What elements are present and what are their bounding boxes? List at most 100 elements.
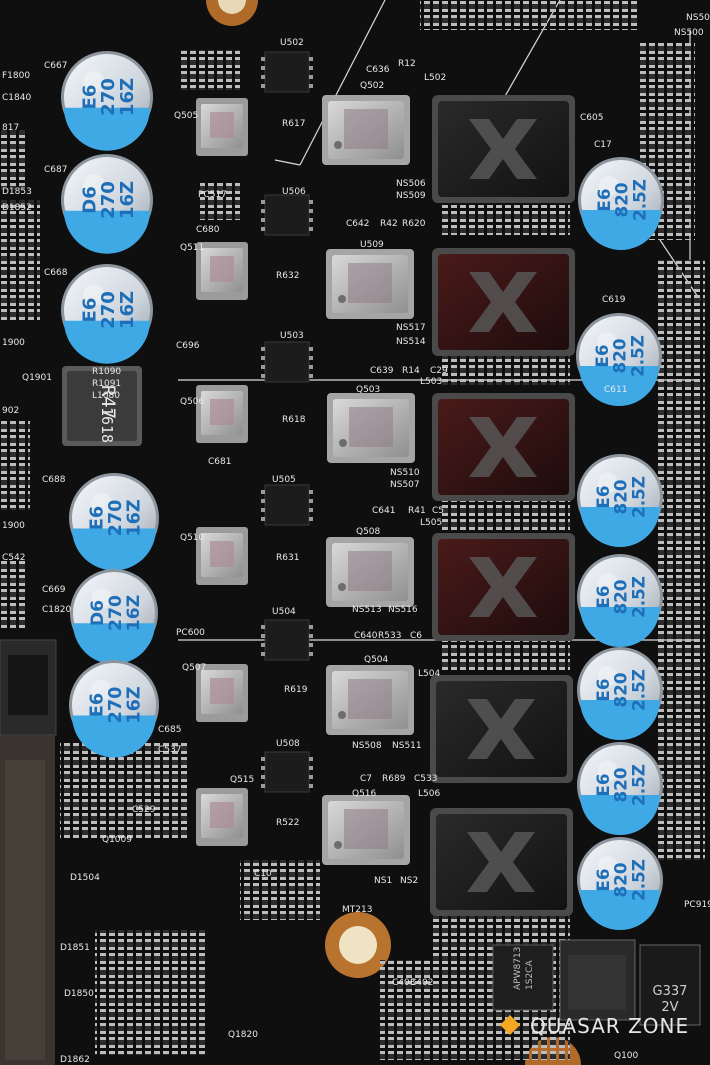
silkscreen-label: C636	[366, 65, 390, 75]
small-mosfet	[196, 98, 248, 156]
silkscreen-label: D1850	[64, 989, 94, 999]
small-mosfet	[196, 385, 248, 443]
silkscreen-label: U505	[272, 475, 296, 485]
power-stage	[327, 393, 415, 463]
silkscreen-label: NS506	[396, 179, 426, 189]
silkscreen-label: NS513	[352, 605, 382, 615]
driver-ic	[261, 751, 313, 793]
silkscreen-label: C6	[410, 631, 422, 641]
silkscreen-label: NS502	[686, 13, 710, 23]
silkscreen-label: D1853	[2, 187, 32, 197]
silkscreen-label: Q502	[360, 81, 384, 91]
power-stage	[322, 95, 410, 165]
silkscreen-label: NS510	[390, 468, 420, 478]
silkscreen-label: C681	[208, 457, 231, 467]
capacitor-marking: 820	[611, 767, 631, 802]
silkscreen-label: R533	[378, 631, 401, 641]
silkscreen-label: L503	[420, 377, 442, 387]
capacitor-marking: 270	[98, 78, 119, 116]
silkscreen-label: R620	[402, 219, 426, 229]
capacitor-marking: 2.5Z	[628, 476, 648, 518]
small-mosfet	[196, 527, 248, 585]
silkscreen-label: C403	[392, 978, 415, 988]
silkscreen-label: R522	[276, 818, 299, 828]
silkscreen-label: D1862	[60, 1055, 90, 1065]
silkscreen-label: C529	[132, 805, 156, 815]
silkscreen-label: C611	[604, 385, 627, 395]
driver-ic	[261, 484, 313, 526]
silkscreen-label: 902	[2, 406, 19, 416]
silkscreen-label: 1900	[2, 521, 25, 531]
silkscreen-label: Q508	[356, 527, 381, 537]
right-chip-label: G337	[653, 984, 688, 999]
right-capacitors: E68202.5ZE68202.5ZE68202.5ZE68202.5ZE682…	[576, 157, 664, 930]
silkscreen-label: C687	[44, 165, 67, 175]
silkscreen-label: PC517	[198, 190, 227, 200]
inductor-r47: R47 1618	[62, 366, 142, 446]
silkscreen-label: U509	[360, 240, 384, 250]
silkscreen-label: Q1820	[228, 1030, 258, 1040]
silkscreen-label: Q1901	[22, 373, 52, 383]
silkscreen-label: C402	[410, 978, 433, 988]
silkscreen-label: C1840	[2, 93, 31, 103]
power-stages	[322, 95, 415, 865]
silkscreen-label: C17	[594, 140, 612, 150]
silkscreen-label: NS1	[374, 876, 392, 886]
silkscreen-label: C640	[354, 631, 378, 641]
power-stage	[322, 795, 410, 865]
capacitor-marking: 2.5Z	[629, 179, 649, 221]
capacitor-marking: 270	[106, 687, 126, 724]
silkscreen-label: R41	[408, 506, 426, 516]
chokes	[430, 95, 575, 916]
silkscreen-label: C29	[430, 366, 448, 376]
driver-ic	[261, 194, 313, 236]
silkscreen-label: PC600	[176, 628, 205, 638]
inductor-line2: 1618	[98, 407, 116, 443]
silkscreen-label: C10	[254, 869, 272, 879]
capacitor-marking: 820	[612, 182, 632, 217]
silkscreen-label: C669	[42, 585, 66, 595]
silkscreen-label: C1820	[42, 605, 71, 615]
silkscreen-label: R689	[382, 774, 406, 784]
silkscreen-label: C688	[42, 475, 66, 485]
silkscreen-label: Q511	[180, 243, 204, 253]
capacitor-marking: 16Z	[124, 595, 144, 631]
silkscreen-label: U503	[280, 331, 304, 341]
capacitor-marking: E6	[593, 585, 613, 608]
capacitor-marking: 16Z	[125, 499, 145, 536]
silkscreen-label: C667	[44, 61, 67, 71]
silkscreen-label: R631	[276, 553, 299, 563]
capacitor-marking: 16Z	[125, 686, 145, 723]
power-stage	[326, 249, 414, 319]
silkscreen-label: NS509	[396, 191, 426, 201]
silkscreen-label: C542	[2, 553, 25, 563]
capacitor-marking: 270	[106, 500, 126, 537]
silkscreen-label: C619	[602, 295, 626, 305]
choke	[430, 808, 573, 916]
right-chip-sub: 2V	[661, 1000, 678, 1015]
silkscreen-label: C5	[432, 506, 444, 516]
silkscreen-label: NS2	[400, 876, 418, 886]
left-capacitors: E627016ZD627016ZE627016ZE627016ZD627016Z…	[61, 51, 159, 758]
inductor-line1: R47	[97, 385, 119, 419]
driver-ics	[261, 51, 313, 793]
capacitor-marking: 820	[611, 579, 631, 614]
capacitor-marking: 2.5Z	[628, 859, 648, 901]
capacitor-marking: E6	[594, 188, 614, 211]
capacitor-marking: E6	[79, 85, 100, 110]
choke	[432, 248, 575, 356]
silkscreen-label: R12	[398, 59, 416, 69]
silkscreen-label: L504	[418, 669, 440, 679]
capacitor-marking: D6	[88, 600, 108, 626]
power-stage	[326, 537, 414, 607]
capacitor-marking: E6	[79, 298, 100, 323]
silkscreen-label: C537	[158, 745, 181, 755]
silkscreen-label: L502	[424, 73, 446, 83]
silkscreen-label: C533	[414, 774, 437, 784]
